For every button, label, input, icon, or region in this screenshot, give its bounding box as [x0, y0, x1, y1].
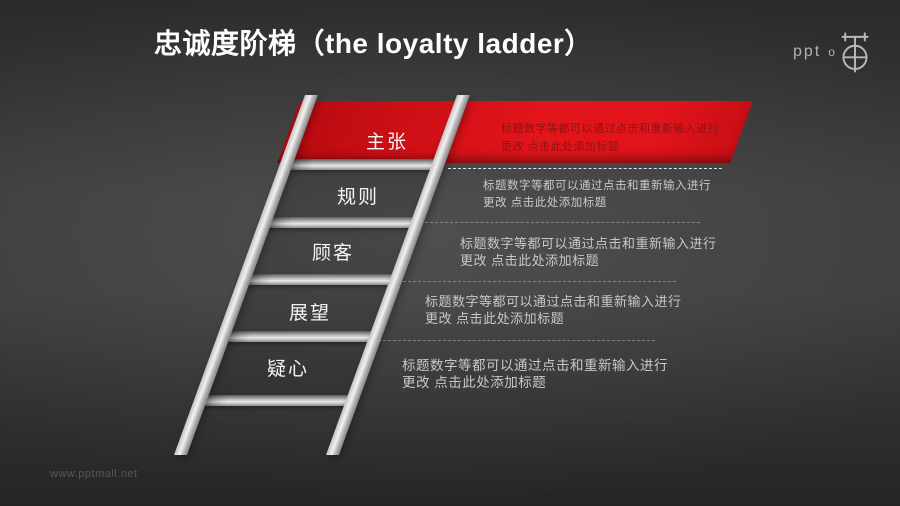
step-desc-5-line-1: 标题数字等都可以通过点击和重新输入进行: [402, 358, 668, 373]
step-desc-3-line-2: 更改 点击此处添加标题: [460, 253, 600, 268]
ladder-rung-1: [279, 159, 444, 170]
step-desc-3-line-1: 标题数字等都可以通过点击和重新输入进行: [460, 236, 717, 251]
step-desc-4[interactable]: 标题数字等都可以通过点击和重新输入进行 更改 点击此处添加标题: [425, 293, 682, 327]
step-desc-5-line-2: 更改 点击此处添加标题: [402, 375, 547, 390]
step-label-2[interactable]: 规则: [336, 187, 379, 208]
step-label-5[interactable]: 疑心: [266, 359, 309, 380]
watermark-link[interactable]: www.pptmall.net: [50, 468, 138, 480]
step-desc-1[interactable]: 标题数字等都可以通过点击和重新输入进行 更改 点击此处添加标题: [501, 120, 720, 156]
ladder-rung-4: [217, 331, 382, 342]
step-desc-2[interactable]: 标题数字等都可以通过点击和重新输入进行 更改 点击此处添加标题: [483, 178, 711, 212]
slide-title[interactable]: 忠诚度阶梯（the loyalty ladder）: [154, 28, 593, 59]
step-desc-1-line-2: 更改 点击此处添加标题: [501, 141, 620, 153]
ladder-rung-5: [193, 395, 358, 406]
step-desc-2-line-2: 更改 点击此处添加标题: [483, 197, 607, 209]
logo-o-mark: o: [828, 45, 835, 59]
pptmall-bag-icon: [841, 32, 869, 73]
dashed-separator-2: [420, 222, 700, 223]
ladder-rung-3: [237, 274, 402, 285]
step-label-3[interactable]: 顾客: [311, 243, 354, 264]
step-desc-5[interactable]: 标题数字等都可以通过点击和重新输入进行 更改 点击此处添加标题: [402, 357, 668, 391]
dashed-separator-4: [378, 340, 655, 341]
step-desc-2-line-1: 标题数字等都可以通过点击和重新输入进行: [483, 180, 711, 192]
step-label-1[interactable]: 主张: [365, 132, 408, 153]
pptmall-logo: ppt o: [793, 30, 871, 74]
step-desc-4-line-1: 标题数字等都可以通过点击和重新输入进行: [425, 294, 682, 309]
dashed-separator-1: [448, 168, 722, 169]
step-desc-4-line-2: 更改 点击此处添加标题: [425, 311, 565, 326]
dashed-separator-3: [398, 281, 676, 282]
logo-text: ppt: [793, 43, 822, 60]
step-desc-1-line-1: 标题数字等都可以通过点击和重新输入进行: [501, 123, 720, 135]
step-label-4[interactable]: 展望: [288, 303, 331, 324]
ladder-rung-2: [258, 217, 423, 228]
step-desc-3[interactable]: 标题数字等都可以通过点击和重新输入进行 更改 点击此处添加标题: [460, 235, 717, 269]
